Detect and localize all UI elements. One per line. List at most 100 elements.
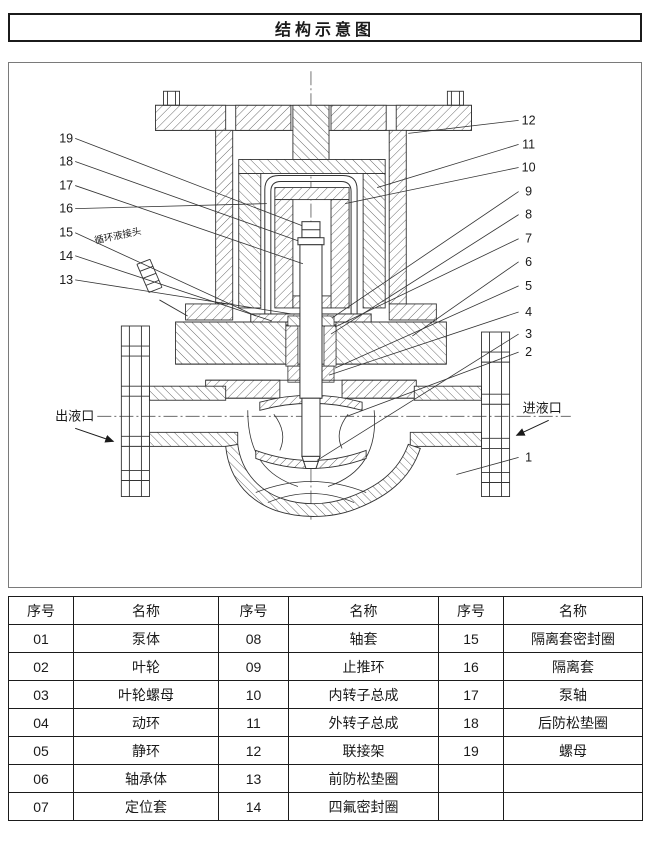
callout-label: 9 — [525, 185, 532, 199]
outlet-label: 出液口 — [55, 408, 94, 423]
part-name-cell: 轴承体 — [73, 764, 219, 793]
bearing-body — [175, 321, 447, 365]
header-cell: 序号 — [8, 596, 74, 625]
header-cell: 名称 — [288, 596, 439, 625]
outlet-flange — [120, 325, 150, 497]
part-name-cell: 外转子总成 — [288, 708, 439, 737]
callout-label: 15 — [59, 226, 73, 240]
part-name-cell: 内转子总成 — [288, 680, 439, 709]
callout-9: 9 — [331, 185, 532, 319]
callout-6: 6 — [412, 255, 532, 337]
callout-label: 4 — [525, 305, 532, 319]
part-name-cell: 叶轮螺母 — [73, 680, 219, 709]
table-header-row: 序号 名称 序号 名称 序号 名称 — [8, 596, 643, 625]
connecting-frame — [185, 129, 437, 321]
part-number-cell: 05 — [8, 736, 74, 765]
part-name-cell: 止推环 — [288, 652, 439, 681]
callout-3: 3 — [316, 327, 532, 461]
callout-label: 2 — [525, 345, 532, 359]
callout-label: 10 — [522, 161, 536, 175]
inlet-flange — [481, 331, 511, 497]
callout-14: 14 — [59, 249, 272, 322]
callouts-left: 19 18 17 16 15 — [59, 131, 304, 322]
part-number-cell: 10 — [218, 680, 289, 709]
outlet-arrow — [75, 427, 115, 443]
flow-labels: 出液口 进液口 — [55, 400, 562, 443]
callout-label: 11 — [522, 137, 535, 151]
part-name-cell: 泵轴 — [503, 680, 643, 709]
callout-label: 6 — [525, 255, 532, 269]
callout-label: 14 — [59, 249, 73, 263]
part-number-cell — [438, 792, 504, 821]
impeller-hub — [301, 397, 321, 457]
callout-5: 5 — [334, 279, 532, 369]
top-mounting-flange — [155, 104, 472, 160]
part-name-cell: 后防松垫圈 — [503, 708, 643, 737]
header-cell: 名称 — [73, 596, 219, 625]
header-cell: 序号 — [438, 596, 504, 625]
callout-11: 11 — [377, 137, 535, 188]
pump-drawing: 循环液接头 19 18 17 16 — [55, 71, 571, 520]
part-number-cell: 13 — [218, 764, 289, 793]
part-name-cell: 动环 — [73, 708, 219, 737]
callout-15: 15 — [59, 226, 256, 317]
inlet-label: 进液口 — [523, 400, 562, 415]
part-number-cell: 08 — [218, 624, 289, 653]
part-number-cell: 16 — [438, 652, 504, 681]
callout-label: 1 — [525, 450, 532, 464]
page-title: 结构示意图 — [274, 21, 375, 39]
callouts-right: 12 11 10 9 8 — [316, 113, 536, 475]
part-number-cell: 07 — [8, 792, 74, 821]
part-name-cell: 螺母 — [503, 736, 643, 765]
callout-label: 12 — [522, 113, 536, 127]
part-name-cell: 前防松垫圈 — [288, 764, 439, 793]
part-number-cell: 17 — [438, 680, 504, 709]
mechanical-seal — [287, 365, 335, 383]
pump-shaft — [297, 221, 325, 469]
part-number-cell: 01 — [8, 624, 74, 653]
part-number-cell: 12 — [218, 736, 289, 765]
callout-label: 13 — [59, 273, 73, 287]
part-number-cell: 11 — [218, 708, 289, 737]
title-box: 结构示意图 — [8, 13, 642, 42]
part-number-cell — [438, 764, 504, 793]
rotor-hub — [292, 104, 330, 160]
part-number-cell: 18 — [438, 708, 504, 737]
part-number-cell: 15 — [438, 624, 504, 653]
circulation-connector — [136, 258, 188, 317]
shaft-sleeves — [285, 325, 337, 367]
part-name-cell: 四氟密封圈 — [288, 792, 439, 821]
callout-label: 3 — [525, 327, 532, 341]
callout-label: 17 — [59, 179, 73, 193]
callout-label: 19 — [59, 131, 73, 145]
part-number-cell: 09 — [218, 652, 289, 681]
part-name-cell: 静环 — [73, 736, 219, 765]
callout-label: 18 — [59, 154, 73, 168]
part-number-cell: 06 — [8, 764, 74, 793]
outer-rotor-assembly — [238, 159, 386, 309]
callout-label: 16 — [59, 202, 73, 216]
part-name-cell: 隔离套密封圈 — [503, 624, 643, 653]
connector-label: 循环液接头 — [93, 225, 142, 247]
inlet-arrow — [515, 419, 549, 436]
callout-label: 7 — [525, 232, 532, 246]
part-number-cell: 04 — [8, 708, 74, 737]
part-name-cell — [503, 764, 643, 793]
part-number-cell: 03 — [8, 680, 74, 709]
header-cell: 名称 — [503, 596, 643, 625]
part-name-cell: 定位套 — [73, 792, 219, 821]
volute-casing — [148, 385, 482, 517]
callout-12: 12 — [408, 113, 536, 134]
header-cell: 序号 — [218, 596, 289, 625]
callout-13: 13 — [59, 273, 292, 315]
lock-washer — [297, 237, 325, 246]
